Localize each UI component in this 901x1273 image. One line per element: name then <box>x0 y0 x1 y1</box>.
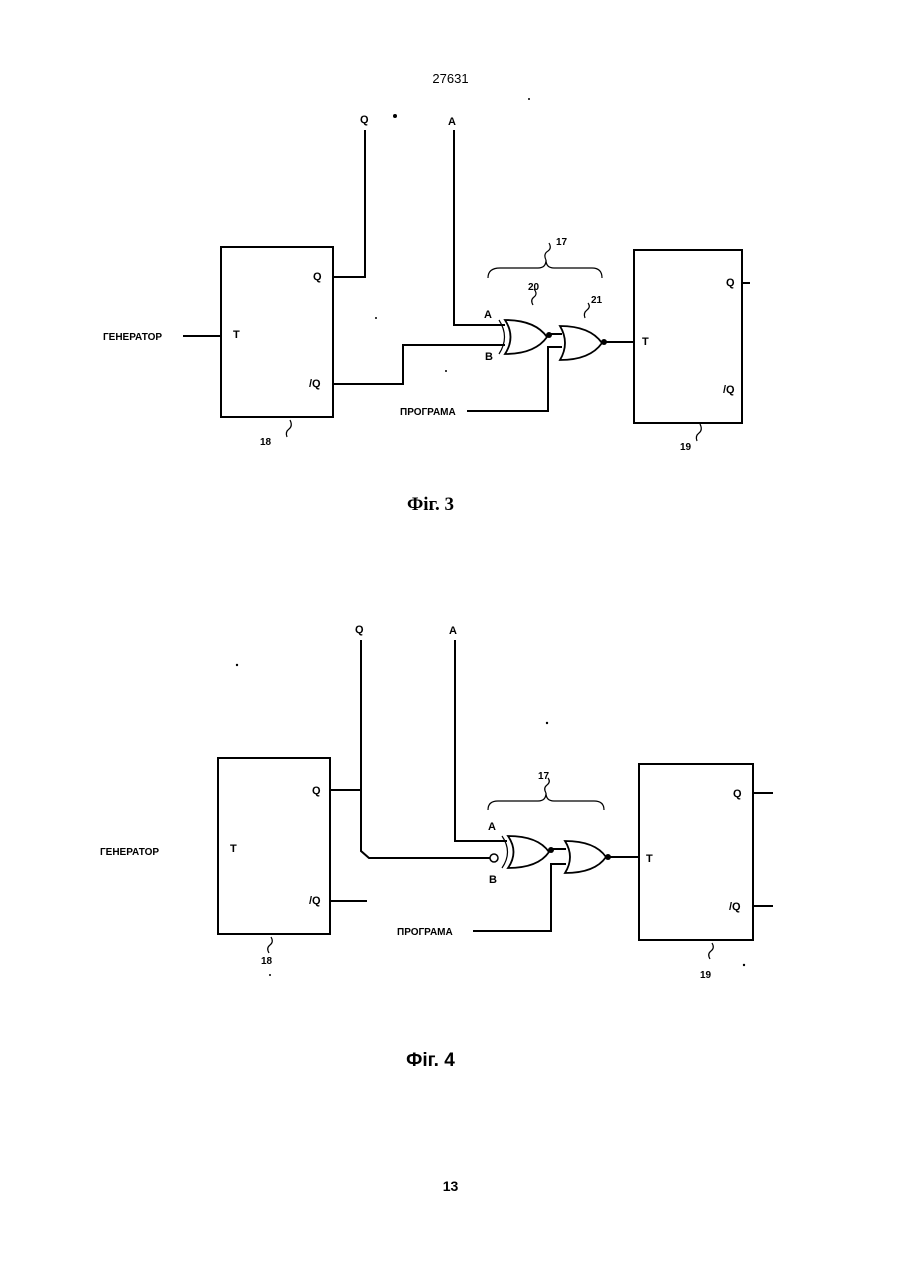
figure-4-circuit: Q A ГЕНЕРАТОР ПРОГРАМА T Q /Q 18 T Q /Q … <box>100 624 773 981</box>
ff18-q-pin: Q <box>312 785 321 797</box>
xnor-gate <box>508 836 549 868</box>
scan-speck <box>269 974 271 976</box>
ff19-q-pin: Q <box>733 788 742 800</box>
figure-4-caption: Фіг. 4 <box>0 1050 861 1072</box>
ff19-t-pin: T <box>646 853 653 865</box>
q-input-wire <box>361 640 490 858</box>
gate-b-label: B <box>489 874 497 886</box>
gate-a-label: A <box>488 821 496 833</box>
nor-bubble <box>605 854 611 860</box>
ref-leader-18 <box>268 937 273 953</box>
scan-speck <box>546 722 548 724</box>
program-wire <box>473 864 566 931</box>
fig4-q-label: Q <box>355 624 364 636</box>
ref-leader-19 <box>709 943 714 959</box>
nor-gate <box>565 841 606 873</box>
a-input-wire <box>455 640 507 841</box>
ff19-ref: 19 <box>700 970 712 981</box>
block-17-ref: 17 <box>538 771 550 782</box>
scan-speck <box>236 664 238 666</box>
ff18-t-pin: T <box>230 843 237 855</box>
xnor-bubble <box>548 847 554 853</box>
fig4-a-label: A <box>449 625 457 637</box>
ff18-ref: 18 <box>261 956 273 967</box>
scan-speck <box>743 964 745 966</box>
brace-17 <box>488 793 604 810</box>
fig4-clock-label: ГЕНЕРАТОР <box>100 847 159 858</box>
fig4-program-label: ПРОГРАМА <box>397 927 453 938</box>
ff19-nq-pin: /Q <box>729 901 741 913</box>
b-input-inverter-bubble <box>490 854 498 862</box>
ff18-nq-pin: /Q <box>309 895 321 907</box>
page-number: 13 <box>0 1178 901 1194</box>
